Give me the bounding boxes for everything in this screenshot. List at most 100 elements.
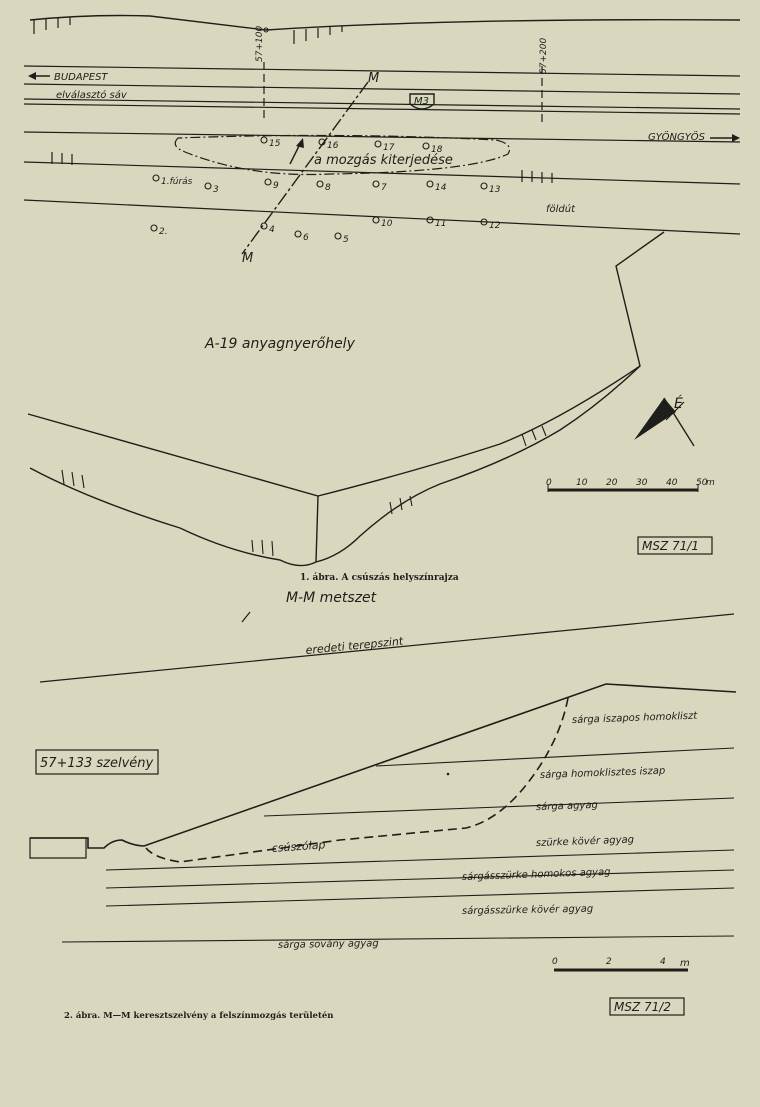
borehole-marker	[260, 222, 268, 230]
borehole-marker	[372, 216, 380, 224]
borehole-marker	[480, 218, 488, 226]
borehole-marker	[372, 180, 380, 188]
movement-arrow-icon	[289, 138, 304, 165]
scale-bar-section: 0 2 4	[552, 957, 688, 972]
section-line-m-m	[241, 81, 369, 255]
borrow-pit-lower-edge	[29, 467, 319, 567]
borehole-label: 18	[431, 145, 443, 155]
slope-ticks-top	[33, 17, 343, 44]
borrow-pit-label: A-19 anyagnyerőhely	[204, 336, 356, 352]
borehole-marker	[334, 232, 342, 240]
scale-tick-label: 2	[606, 957, 612, 967]
borehole-marker	[294, 230, 302, 238]
scale-tick-label: 30	[636, 478, 648, 488]
borehole-label: 17	[383, 143, 395, 153]
movement-extent-label: a mozgás kiterjedése	[314, 153, 453, 168]
layer-label: szürke kövér agyag	[536, 834, 635, 849]
borehole-marker	[316, 180, 324, 188]
borehole-marker	[480, 182, 488, 190]
figure-caption-section: 2. ábra. M—M keresztszelvény a felszínmo…	[64, 1010, 333, 1021]
north-label: É	[674, 395, 683, 412]
scale-unit-plan: m	[706, 478, 715, 488]
scale-tick-label: 10	[576, 478, 588, 488]
chainage-label-a: 57+100	[255, 26, 265, 62]
slope-ticks-road	[51, 152, 553, 183]
tick-mark	[241, 611, 251, 623]
standard-label-plan: MSZ 71/1	[642, 539, 699, 553]
motorway-lines	[23, 65, 741, 235]
borehole-marker	[426, 216, 434, 224]
chainage-section-label: 57+133 szelvény	[40, 756, 154, 771]
road-sign-label: M3	[414, 96, 429, 107]
standard-label-section: MSZ 71/2	[614, 1000, 671, 1014]
scale-tick-label: 50	[696, 478, 708, 488]
scale-tick-label: 0	[552, 957, 558, 967]
layer-label: sárgásszürke homokos agyag	[462, 866, 611, 883]
borehole-label: 12	[489, 221, 501, 231]
slip-surface-line	[145, 697, 569, 863]
section-title: M-M metszet	[286, 590, 377, 606]
scale-tick-label: 0	[546, 478, 552, 488]
chainage-box	[35, 749, 159, 775]
borehole-label: 9	[273, 181, 279, 191]
original-ground-line	[39, 613, 735, 683]
borehole-marker	[426, 180, 434, 188]
dirt-road-label: földút	[546, 203, 576, 215]
borehole-label: 4	[269, 225, 275, 235]
ground-profile	[30, 683, 737, 849]
borehole-marker	[204, 182, 212, 190]
borehole-marker	[260, 136, 268, 144]
borehole-label: 3	[213, 185, 219, 195]
borrow-pit-upper-edge	[27, 231, 665, 497]
borehole-label: 5	[343, 235, 349, 245]
section-mark-bottom: M	[242, 251, 253, 266]
layer-label: sárgásszürke kövér agyag	[462, 903, 594, 917]
borehole-label: 8	[325, 183, 331, 193]
original-ground-label: eredeti terepszint	[305, 635, 404, 657]
separator-strip-label: elválasztó sáv	[56, 89, 128, 101]
borehole-marker	[422, 142, 430, 150]
borehole-label: 7	[381, 183, 387, 193]
layer-boundaries	[61, 747, 735, 943]
slope-ticks-pit	[61, 425, 547, 557]
section-mark-top: M	[368, 71, 379, 86]
borehole-label: 1.fúrás	[161, 177, 193, 187]
borehole-marker	[152, 174, 160, 182]
movement-extent-outline	[174, 134, 511, 176]
borehole-marker	[374, 140, 382, 148]
borrow-pit-slope	[315, 365, 641, 563]
layer-label: sárga homoklisztes iszap	[540, 765, 666, 781]
chainage-label-b: 57+200	[539, 38, 549, 74]
arrow-east-icon	[710, 134, 740, 142]
layer-label: sárga agyag	[536, 799, 598, 813]
site-plan: 57+100 57+200 BUDAPEST GYÖNGYÖS elválasz…	[23, 14, 741, 583]
north-arrow-icon	[634, 397, 695, 447]
borehole-label: 16	[327, 141, 339, 151]
scale-bar-plan: 0 10 20 30 40 50	[546, 478, 708, 492]
terrain-edge	[29, 14, 741, 31]
standard-box-section	[609, 997, 685, 1016]
slip-surface-label: csúszólap	[271, 838, 326, 855]
standard-box-plan	[637, 536, 713, 555]
city-west-label: BUDAPEST	[54, 72, 108, 83]
pavement-hatch	[29, 837, 87, 859]
scale-tick-label: 40	[666, 478, 678, 488]
scale-tick-label: 4	[660, 957, 666, 967]
layer-label: sárga sovány agyag	[278, 937, 379, 951]
borehole-label: 11	[435, 219, 446, 229]
borehole-label: 2.	[159, 227, 168, 237]
cross-section: M-M metszet eredeti terepszint 57+133 sz…	[29, 590, 737, 1021]
scale-tick-label: 20	[606, 478, 618, 488]
figure-caption-plan: 1. ábra. A csúszás helyszínrajza	[300, 572, 459, 583]
borehole-label: 13	[489, 185, 501, 195]
borehole-label: 6	[303, 233, 309, 243]
m3-shield-icon	[409, 93, 435, 110]
borehole-marker	[264, 178, 272, 186]
arrow-west-icon	[28, 72, 50, 80]
borehole-marker	[318, 138, 326, 146]
layer-label: sárga iszapos homokliszt	[572, 710, 699, 726]
scale-unit-section: m	[680, 958, 690, 969]
